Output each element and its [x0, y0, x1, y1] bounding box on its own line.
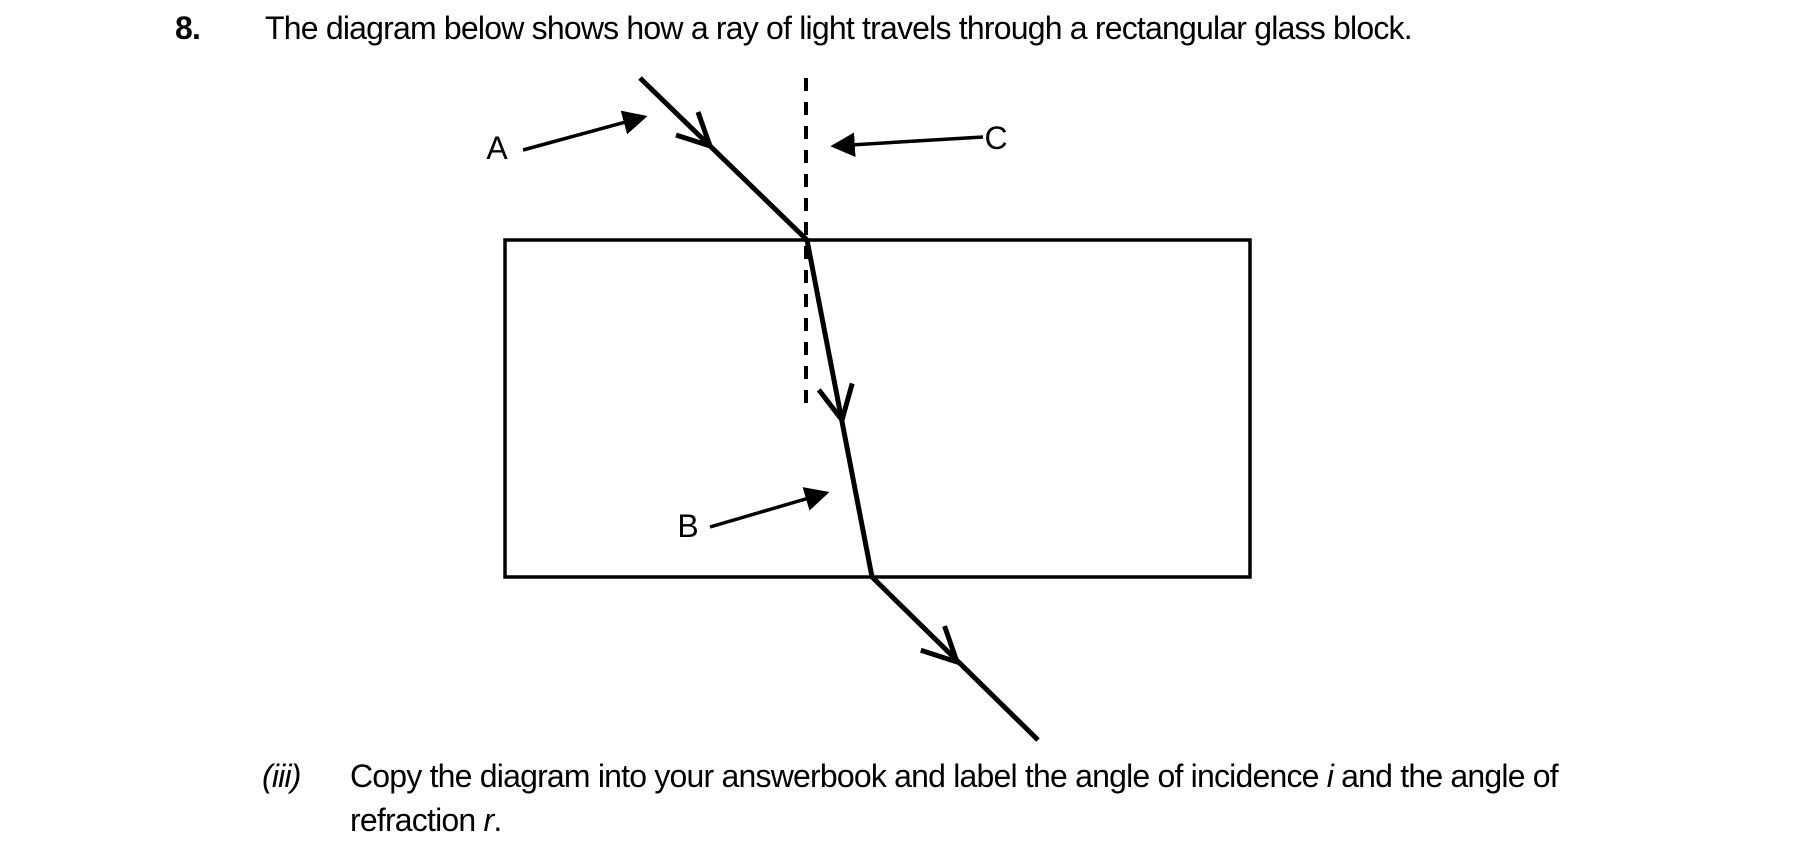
incident-ray: [638, 76, 809, 242]
ray-label-c: C: [984, 120, 1008, 156]
angle-of-incidence-symbol: i: [1326, 758, 1334, 794]
subquestion-text-part3: .: [493, 802, 502, 838]
refracted-ray: [804, 239, 875, 578]
ray-label-a: A: [486, 130, 508, 166]
ray-label-b: B: [677, 508, 699, 544]
label-c-pointer-arrow-icon: [830, 132, 984, 157]
subquestion-text-part2: and the angle of refraction: [350, 758, 1559, 838]
subquestion-text: Copy the diagram into your answerbook an…: [350, 754, 1620, 842]
glass-block-outline: [503, 238, 1252, 579]
subquestion-marker: (iii): [262, 758, 301, 794]
question-text: The diagram below shows how a ray of lig…: [265, 10, 1413, 46]
subquestion-text-part1: Copy the diagram into your answerbook an…: [350, 758, 1327, 794]
label-a-pointer-arrow-icon: [522, 110, 648, 152]
emergent-ray-arrowhead-icon: [920, 625, 961, 666]
label-b-pointer-arrow-icon: [709, 487, 830, 529]
incident-ray-arrowhead-icon: [675, 111, 715, 150]
angle-of-refraction-symbol: r: [483, 802, 494, 838]
refracted-ray-arrowhead-icon: [816, 382, 855, 426]
question-number: 8.: [175, 10, 201, 46]
